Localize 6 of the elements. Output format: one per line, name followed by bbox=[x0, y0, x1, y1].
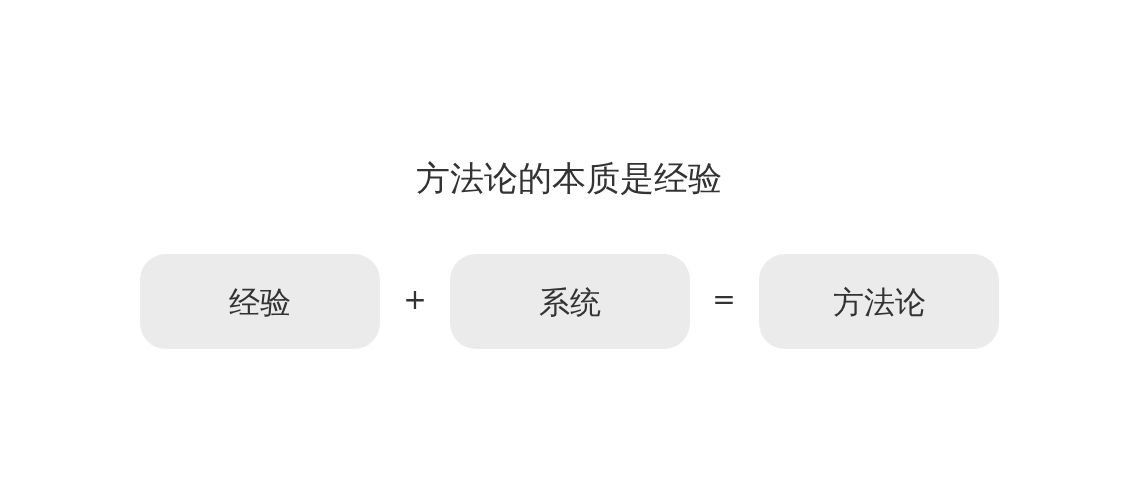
term-box: 方法论 bbox=[759, 254, 999, 349]
term-box: 经验 bbox=[140, 254, 380, 349]
operator-sign: = bbox=[712, 283, 736, 317]
operator-sign: + bbox=[403, 283, 427, 317]
term-box: 系统 bbox=[450, 254, 690, 349]
title: 方法论的本质是经验 bbox=[416, 157, 722, 200]
